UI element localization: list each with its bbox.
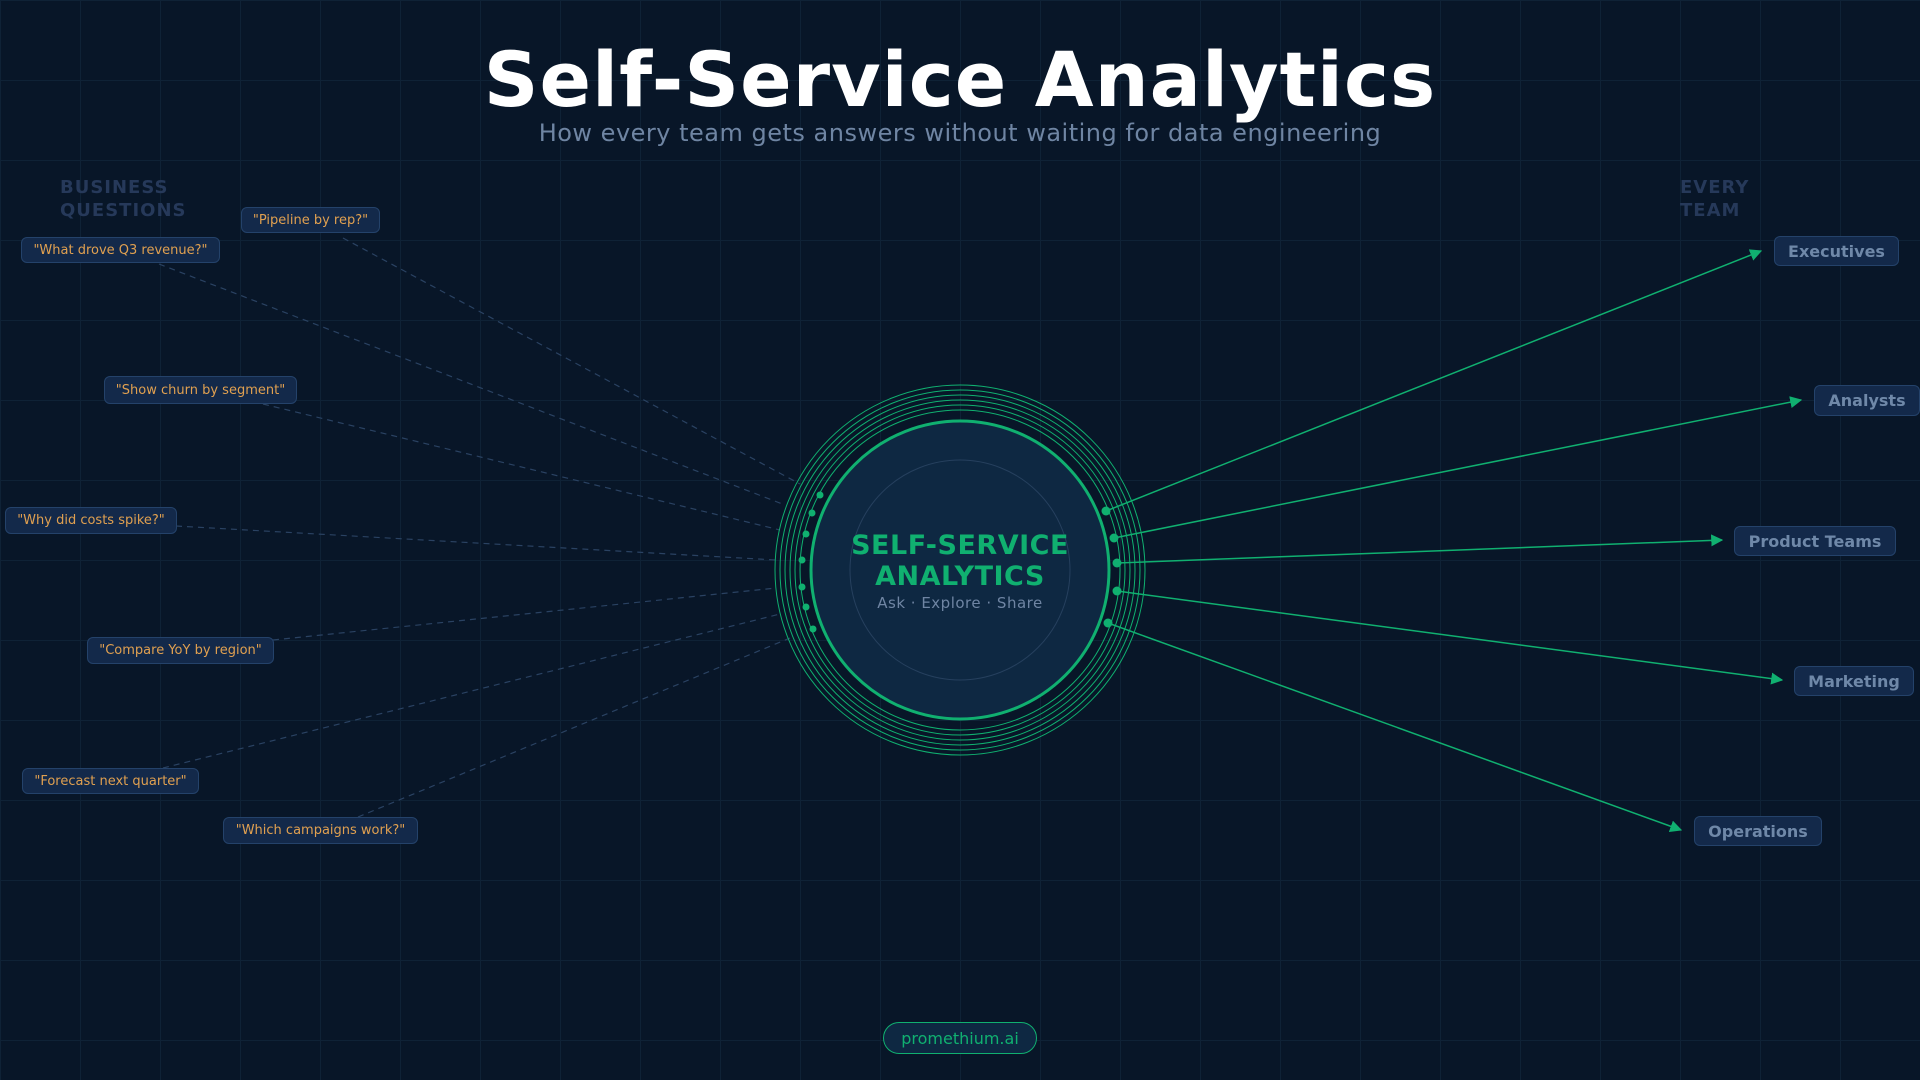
connector-forecast <box>162 613 781 769</box>
every-team-heading: EVERY TEAM <box>1680 176 1749 222</box>
arrow-marketing <box>1116 590 1784 685</box>
question-pipeline: "Pipeline by rep?" <box>241 207 380 233</box>
hub-tagline: Ask · Explore · Share <box>877 594 1043 612</box>
team-product-teams: Product Teams <box>1734 526 1896 556</box>
arrow-executives <box>1105 249 1763 512</box>
heading-line: EVERY <box>1680 177 1750 198</box>
team-operations: Operations <box>1694 816 1822 846</box>
hub-title-line2: ANALYTICS <box>875 561 1045 592</box>
team-analysts: Analysts <box>1814 385 1920 416</box>
hub-inner-ring <box>849 459 1071 681</box>
heading-line: BUSINESS <box>60 177 169 198</box>
hub-connection-dots <box>798 491 1122 633</box>
arrow-operations <box>1107 622 1683 832</box>
arrow-product-teams <box>1116 534 1724 564</box>
arrow-analysts <box>1113 396 1803 539</box>
business-questions-heading: BUSINESS QUESTIONS <box>60 176 186 222</box>
heading-line: QUESTIONS <box>60 200 187 221</box>
hub-title-line1: SELF-SERVICE <box>851 530 1069 561</box>
hub-outer-rings <box>774 384 1146 756</box>
team-executives: Executives <box>1774 236 1899 266</box>
question-q3-revenue: "What drove Q3 revenue?" <box>21 237 220 263</box>
hub-circle <box>809 419 1111 721</box>
question-churn: "Show churn by segment" <box>104 376 297 404</box>
hub-label: SELF-SERVICE ANALYTICS Ask · Explore · S… <box>810 530 1110 613</box>
question-campaigns: "Which campaigns work?" <box>223 817 418 844</box>
team-marketing: Marketing <box>1794 666 1914 696</box>
connector-churn <box>262 403 781 531</box>
connector-yoy <box>272 587 777 641</box>
page-title: Self-Service Analytics <box>483 35 1437 124</box>
heading-line: TEAM <box>1680 200 1741 221</box>
question-yoy: "Compare YoY by region" <box>87 637 274 664</box>
connector-costs <box>175 525 777 561</box>
page-subtitle: How every team gets answers without wait… <box>538 119 1382 147</box>
connector-campaigns <box>357 637 791 818</box>
connector-pipeline <box>342 237 801 485</box>
connector-q3-revenue <box>158 263 786 506</box>
question-forecast: "Forecast next quarter" <box>22 768 199 794</box>
question-costs: "Why did costs spike?" <box>5 507 177 534</box>
footer-brand-link[interactable]: promethium.ai <box>883 1022 1037 1054</box>
